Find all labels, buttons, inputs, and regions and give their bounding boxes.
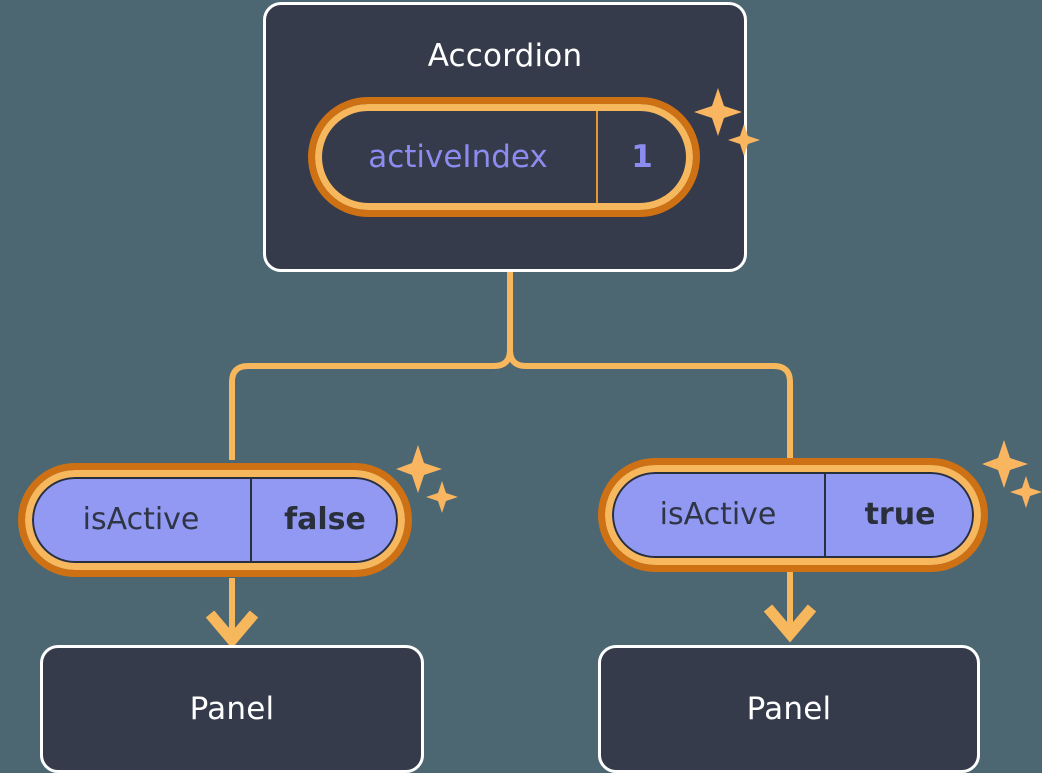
arrow-left-group [205,578,259,649]
panel-card-left[interactable]: Panel [40,645,424,773]
state-value-label: false [284,502,366,537]
state-pill-body: activeIndex 1 [308,97,700,217]
state-key-label: isActive [82,502,200,537]
arrow-right-head [763,604,817,643]
state-pill-body: isActive false [18,463,412,577]
state-key-label: activeIndex [322,111,598,203]
pill-divider [824,472,826,558]
state-pill-active-index[interactable]: activeIndex 1 [308,97,700,217]
sparkle-four-point-icon [982,440,1028,488]
connector-branch-left [229,349,513,460]
panel-left-title: Panel [189,690,275,727]
connector-branch-right [507,349,793,460]
state-pill-is-active-false[interactable]: isActive false [18,463,412,577]
arrow-right-group [763,572,817,643]
state-value-label: true [864,497,936,532]
state-key-label: isActive [659,497,777,532]
panel-card-right[interactable]: Panel [598,645,980,773]
sparkle-four-point-small-icon [426,481,458,513]
panel-right-title: Panel [746,690,832,727]
sparkle-four-point-small-icon [1010,476,1042,508]
state-value-label: 1 [631,138,653,175]
state-pill-is-active-true[interactable]: isActive true [598,458,988,572]
pill-divider [250,477,252,563]
accordion-title: Accordion [427,38,583,74]
arrow-left-head [205,610,259,649]
sparkle-group-false [396,445,458,513]
sparkle-group-true [982,440,1042,508]
state-pill-body: isActive true [598,458,988,572]
